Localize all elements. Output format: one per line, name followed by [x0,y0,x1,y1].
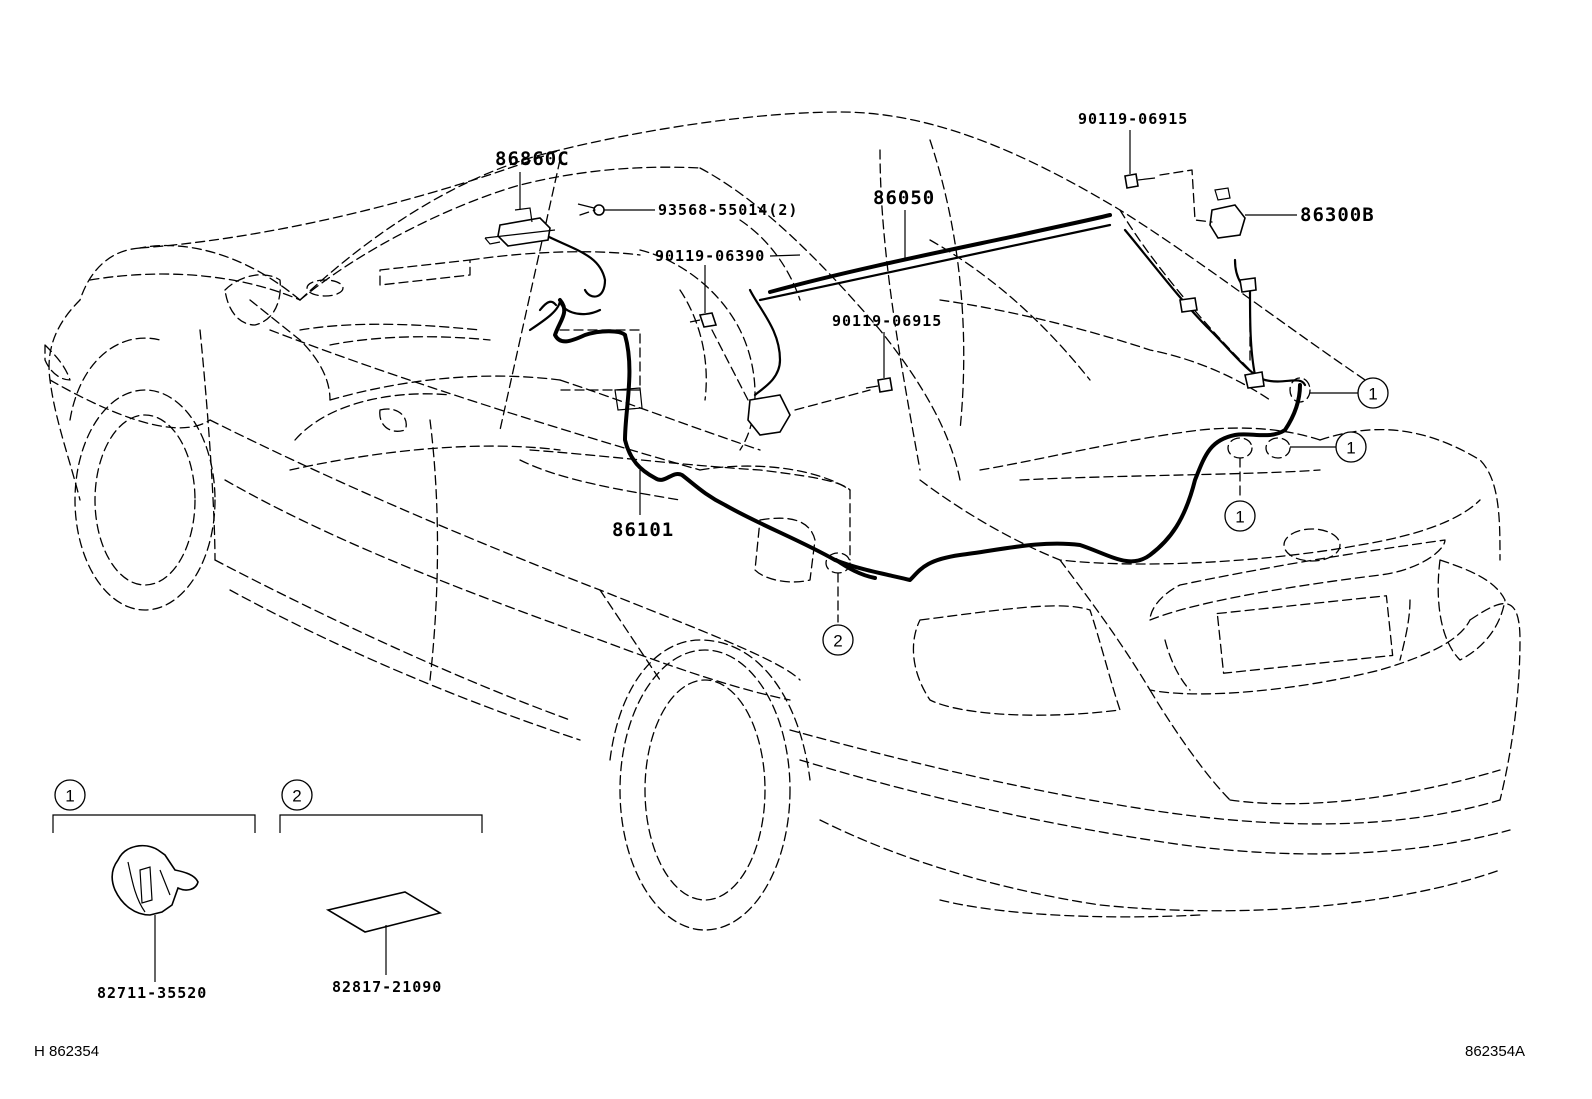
label-93568: 93568-55014(2) [604,201,798,219]
callout-1-c: 1 [1224,500,1256,532]
svg-text:90119-06915: 90119-06915 [1078,110,1188,128]
svg-text:93568-55014(2): 93568-55014(2) [658,201,798,219]
svg-text:1: 1 [65,787,74,806]
label-82817: 82817-21090 [332,978,442,996]
label-90119-06915-top: 90119-06915 [1078,110,1188,174]
car-body-outline [44,111,1521,931]
bolt-90119-06915-mid [865,377,893,393]
detail-1: 1 82711-35520 [52,779,256,1002]
label-90119-06915-mid: 90119-06915 [832,312,942,378]
harness-86860C-branch [528,233,607,332]
label-90119-06390: 90119-06390 [655,247,801,313]
clip-93568 [577,203,605,216]
svg-text:90119-06390: 90119-06390 [655,247,765,265]
reference-lines [579,169,1311,623]
svg-text:86050: 86050 [873,187,935,209]
part-86300B-amplifier [1209,187,1257,293]
svg-text:90119-06915: 90119-06915 [832,312,942,330]
diagram-code-right: 862354A [1465,1043,1525,1060]
label-86300B: 86300B [1245,204,1375,226]
callout-1-b: 1 [1290,431,1367,463]
svg-text:2: 2 [833,632,842,651]
svg-text:2: 2 [292,787,301,806]
part-antenna-connector [614,297,1265,436]
label-86860C: 86860C [495,148,570,210]
label-86101: 86101 [612,470,674,541]
harness-86101 [553,298,1302,582]
label-86050: 86050 [873,187,935,258]
nut-90119-06390 [689,312,718,328]
callout-2-a: 2 [822,624,854,656]
pad-82817 [325,891,443,933]
part-86860C-module [484,207,556,247]
svg-text:86860C: 86860C [495,148,570,170]
svg-text:1: 1 [1368,385,1377,404]
diagram-code-left: H 862354 [34,1043,99,1060]
svg-text:86101: 86101 [612,519,674,541]
svg-text:1: 1 [1235,508,1244,527]
bolt-90119-06915-top [1124,173,1156,189]
svg-text:1: 1 [1346,439,1355,458]
detail-2: 2 82817-21090 [279,779,483,996]
clamp-82711 [111,844,199,916]
label-82711: 82711-35520 [97,984,207,1002]
svg-text:86300B: 86300B [1300,204,1375,226]
harness-86050 [758,213,1112,302]
callout-1-a: 1 [1310,377,1389,409]
